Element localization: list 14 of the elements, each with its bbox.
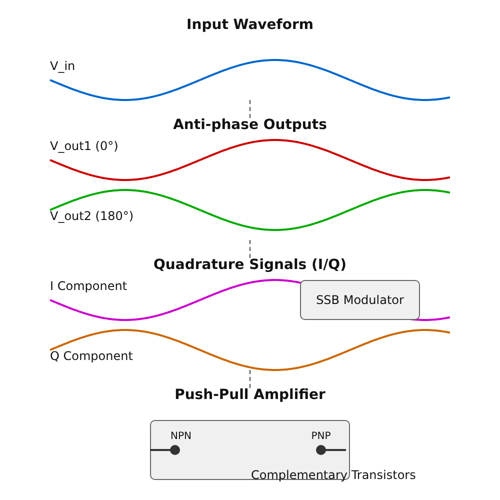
section-heading: Quadrature Signals (I/Q) (154, 258, 346, 272)
section-heading: Input Waveform (186, 18, 314, 32)
signal-label: V_out1 (0°) (50, 139, 118, 153)
signal-label: I Component (50, 279, 128, 293)
section-heading: Push-Pull Amplifier (174, 388, 326, 402)
transistor-label: PNP (311, 430, 331, 444)
signal-label: V_in (50, 59, 76, 73)
box-label: SSB Modulator (315, 293, 405, 307)
transistor-label: NPN (170, 430, 192, 444)
signal-label: V_out2 (180°) (50, 209, 134, 223)
box-label: Complementary Transistors (251, 468, 416, 482)
section-heading: Anti-phase Outputs (173, 118, 327, 132)
modulator-box (300, 280, 420, 320)
signal-label: Q Component (50, 349, 133, 363)
